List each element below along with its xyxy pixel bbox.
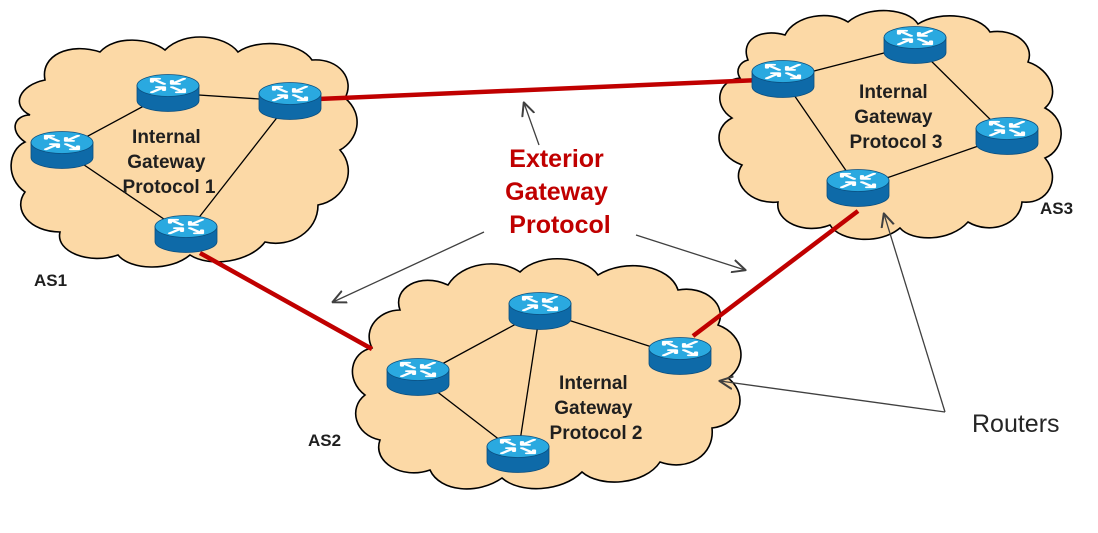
- as2-cloud: [351, 258, 742, 490]
- routers-label: Routers: [972, 410, 1060, 438]
- as1-label: AS1: [34, 271, 67, 290]
- router-icon: [154, 215, 218, 253]
- router-icon: [136, 74, 200, 112]
- as2-label: AS2: [308, 431, 341, 450]
- router-icon: [486, 435, 550, 473]
- router-icon: [975, 117, 1039, 155]
- router-icon: [508, 292, 572, 330]
- router-icon: [386, 358, 450, 396]
- egp-pointers: [333, 103, 745, 302]
- router-icon: [826, 169, 890, 207]
- router-icon: [648, 337, 712, 375]
- router-icon: [258, 82, 322, 120]
- routers-pointers: [720, 214, 946, 413]
- egp-links: [198, 76, 860, 351]
- router-icon: [883, 26, 947, 64]
- routers: [30, 26, 1039, 473]
- igp1-label: Internal Gateway Protocol 1: [123, 127, 216, 198]
- router-icon: [751, 60, 815, 98]
- router-icon: [30, 131, 94, 169]
- as3-label: AS3: [1040, 199, 1073, 218]
- egp-label: Exterior Gateway Protocol: [505, 145, 615, 239]
- igp3-label: Internal Gateway Protocol 3: [850, 82, 943, 153]
- igp2-label: Internal Gateway Protocol 2: [550, 373, 643, 444]
